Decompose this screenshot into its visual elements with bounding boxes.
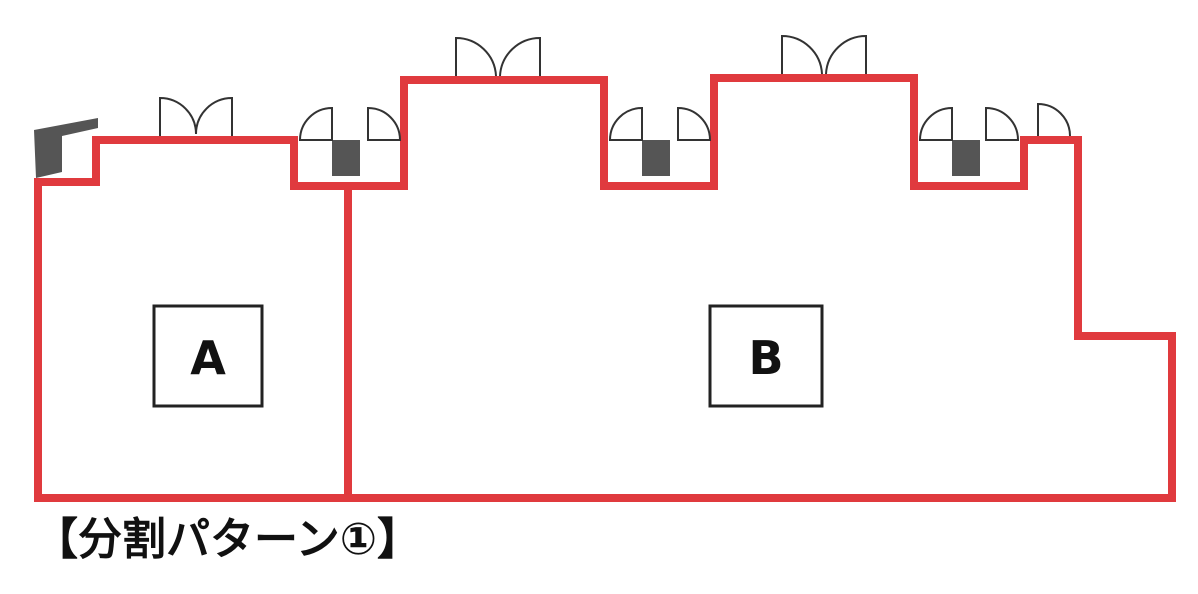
door-swing-b9: [918, 106, 953, 141]
pattern-caption: 【分割パターン①】: [34, 514, 422, 565]
door-swing-b10: [985, 106, 1020, 141]
door-group-alcove-2: [608, 106, 712, 141]
door-swing-b11: [1037, 102, 1071, 137]
room-b-label: B: [708, 304, 824, 408]
door-swing-b5: [608, 106, 643, 141]
pillar-top-left: [34, 118, 98, 178]
room-b-outline: [344, 74, 1176, 502]
door-swing-b7: [781, 34, 823, 75]
door-swing-b2: [367, 106, 402, 141]
door-group-b-top-2: [781, 34, 867, 75]
door-swing-b6: [677, 106, 712, 141]
pillar-1: [332, 140, 360, 176]
door-group-alcove-3: [918, 102, 1071, 141]
door-group-a-top: [159, 96, 233, 136]
room-a-label-text: A: [190, 331, 226, 385]
door-swing-b8: [825, 34, 867, 75]
room-a-label-box: [152, 304, 264, 408]
door-swing-b3: [455, 36, 497, 77]
room-a-label: A: [152, 304, 264, 408]
room-b-label-text: B: [748, 331, 783, 385]
door-group-alcove-1: [298, 106, 402, 141]
door-swing-a2: [195, 96, 233, 136]
door-swing-b4: [499, 36, 541, 77]
pillar-2: [642, 140, 670, 176]
door-swing-a1: [159, 96, 197, 136]
room-a-outline: [34, 136, 352, 502]
pillar-3: [952, 140, 980, 176]
door-group-b-top-1: [455, 36, 541, 77]
room-b-label-box: [708, 304, 824, 408]
door-swing-b1: [298, 106, 333, 141]
